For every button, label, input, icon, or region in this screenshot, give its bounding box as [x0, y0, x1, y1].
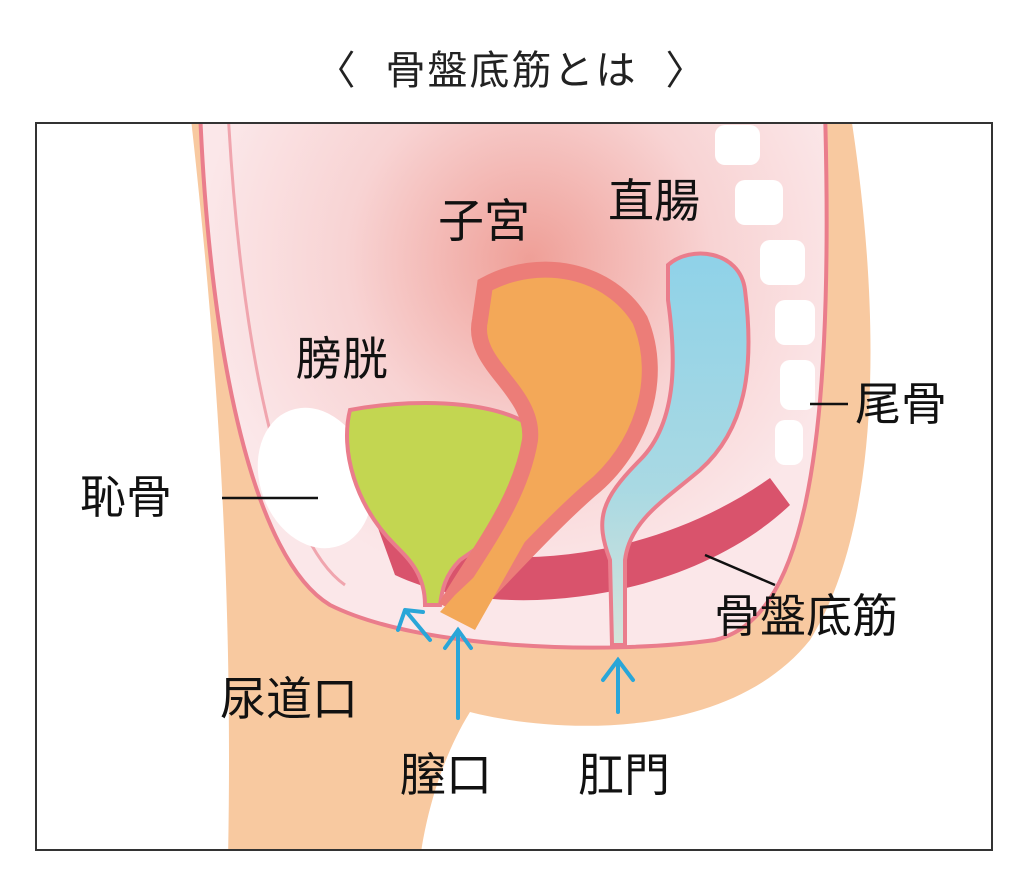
rectum: [600, 251, 751, 647]
title-bracket-right: 〉: [665, 48, 708, 94]
arrow-icons: [396, 608, 635, 720]
label-pelvic-floor: 骨盤底筋: [714, 589, 898, 643]
label-coccyx: 尾骨: [855, 377, 947, 431]
diagram-title: 〈骨盤底筋とは〉: [0, 38, 1023, 96]
title-bracket-left: 〈: [315, 48, 358, 94]
label-bladder: 膀胱: [296, 332, 388, 386]
label-vaginal-opening: 膣口: [400, 748, 492, 802]
title-text: 骨盤底筋とは: [385, 48, 638, 94]
pubic-bone: [257, 407, 373, 549]
label-anus: 肛門: [578, 748, 670, 802]
label-uterus: 子宮: [438, 194, 530, 248]
label-pubic-bone: 恥骨: [80, 470, 172, 524]
coccyx-spine: [715, 125, 815, 465]
pointer-lines: [222, 402, 848, 587]
uterus: [438, 261, 658, 620]
label-urethral-opening: 尿道口: [220, 672, 358, 726]
bladder: [345, 400, 545, 607]
diagram-frame: [35, 122, 993, 851]
label-rectum: 直腸: [608, 174, 700, 228]
inner-outline: [227, 123, 346, 587]
vagina: [440, 515, 540, 630]
